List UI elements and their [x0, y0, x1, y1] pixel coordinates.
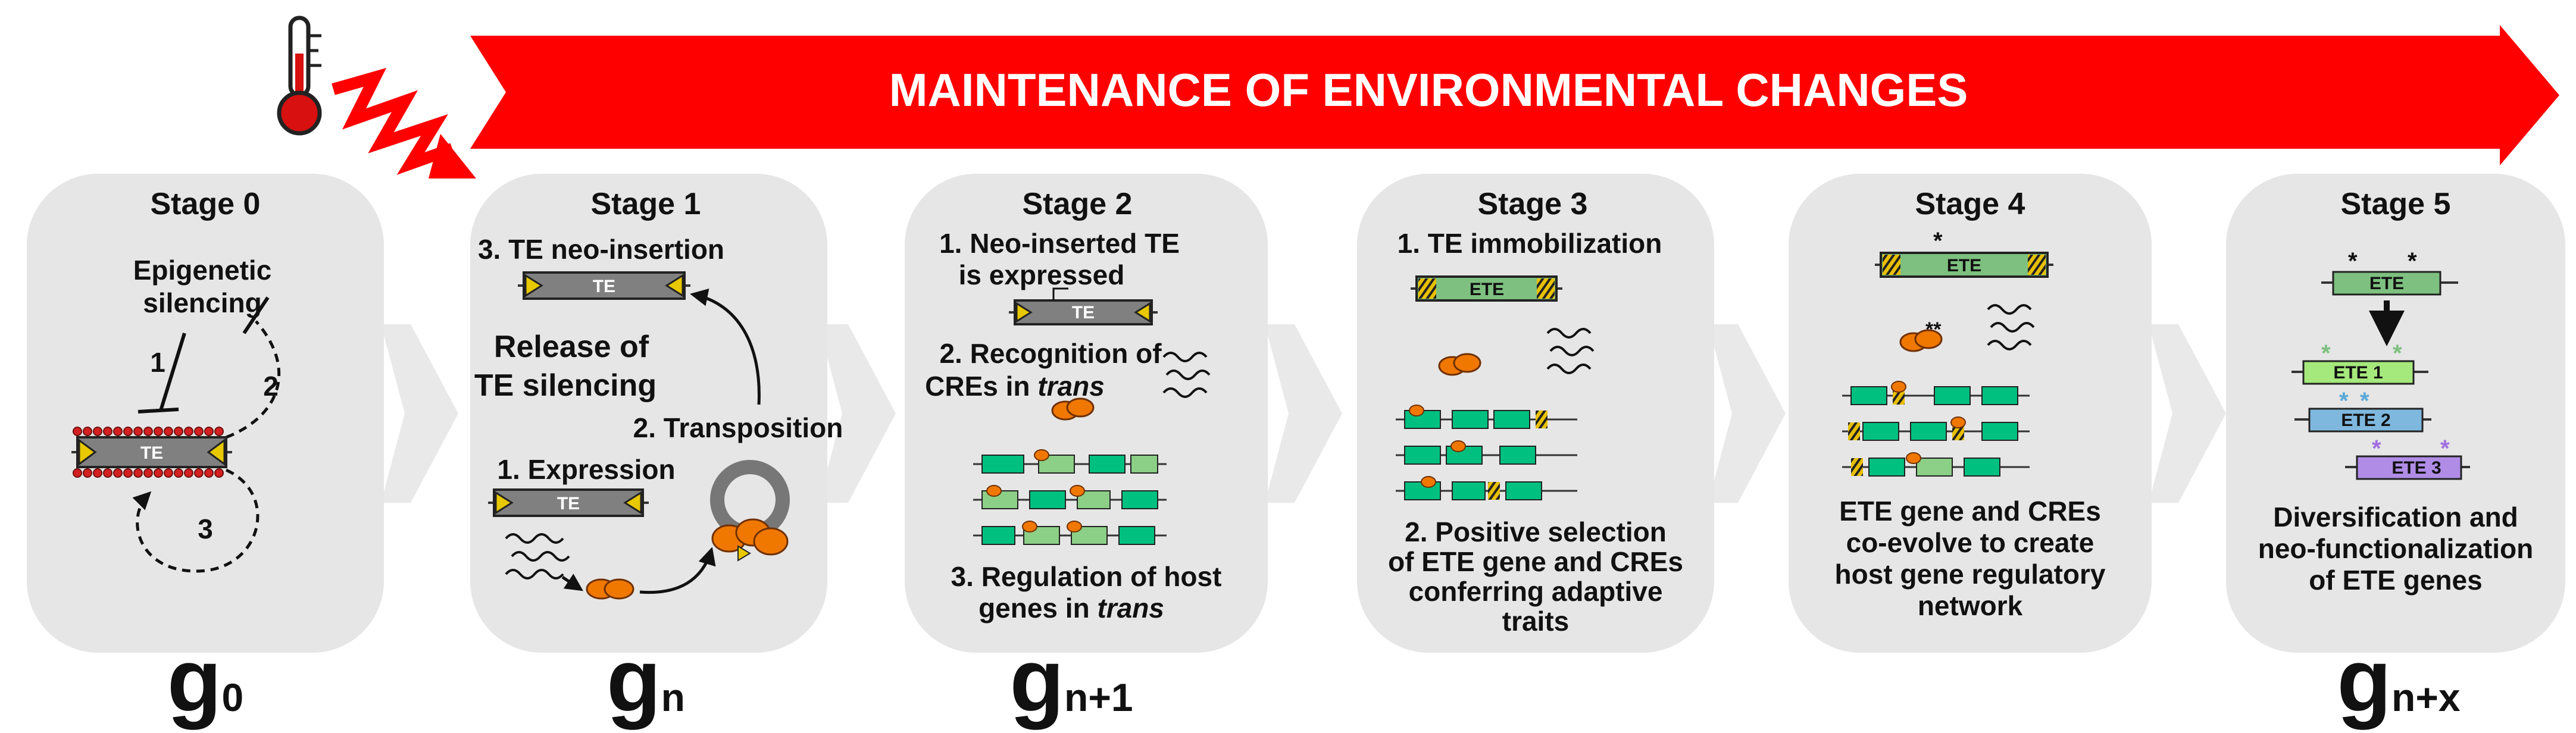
ete-label: ETE 3: [2391, 458, 2441, 478]
stage-1-title: Stage 1: [591, 187, 701, 221]
stage-5-label: neo-functionalization: [2258, 533, 2534, 564]
te-box: [76, 436, 227, 468]
stage-5: Stage 5 ETE * * ETE 1 * * ETE 2 * * ETE …: [2258, 187, 2534, 730]
rna-transcripts: [1162, 352, 1211, 398]
ete-label: ETE 2: [2341, 411, 2390, 430]
stage-3-label: 2. Positive selection: [1405, 516, 1667, 547]
stage-4-title: Stage 4: [1915, 187, 2025, 221]
ete-label: ETE 1: [2333, 363, 2383, 383]
stage-2-generation: gn+1: [1009, 630, 1133, 730]
svg-text:*: *: [2321, 340, 2331, 366]
host-gene-rows: [1842, 381, 2030, 477]
trans-factor-protein: [1051, 397, 1095, 421]
methylation-dots: [73, 427, 224, 478]
stage-3-title: Stage 3: [1478, 187, 1588, 221]
stage-0-label: Epigenetic: [133, 255, 272, 286]
stage-3-label: conferring adaptive: [1409, 576, 1663, 607]
stage-3-label: 1. TE immobilization: [1398, 228, 1662, 259]
te-label: TE: [557, 494, 580, 513]
svg-text:*: *: [2408, 248, 2417, 274]
ete-label: ETE: [1470, 280, 1504, 299]
panel-stage-0: [27, 174, 384, 653]
svg-text:*: *: [2348, 248, 2358, 274]
stage-1-generation: gn: [607, 630, 685, 730]
environment-banner: MAINTENANCE OF ENVIRONMENTAL CHANGES: [470, 25, 2559, 165]
stage-3-label: of ETE gene and CREs: [1388, 546, 1683, 577]
stage-0-label: 2: [263, 371, 279, 402]
stage-1-label: 2. Transposition: [633, 412, 843, 443]
stage-0-generation: g0: [167, 630, 243, 730]
svg-text:*: *: [2339, 388, 2349, 414]
transposase-protein: [586, 578, 634, 600]
ete-box: [1415, 275, 1558, 302]
host-gene-rows: [973, 449, 1167, 545]
ete-label: ETE: [2369, 274, 2404, 293]
stage-3-label: traits: [1502, 606, 1569, 637]
stage-4-label: host gene regulatory: [1835, 559, 2106, 590]
panel-stage-4: [1789, 174, 2152, 653]
ete-box: [2302, 360, 2415, 385]
stage-2-label: is expressed: [959, 259, 1125, 290]
te-label: TE: [1072, 303, 1095, 322]
stage-3: Stage 3 1. TE immobilization ETE: [1388, 187, 1683, 637]
rna-transcripts: [1546, 328, 1595, 374]
svg-text:*: *: [2440, 436, 2450, 462]
banner-arrow: [470, 25, 2559, 165]
stage-0-title: Stage 0: [151, 187, 261, 221]
stage-1-label: Release of: [494, 330, 649, 364]
stage-5-title: Stage 5: [2341, 187, 2451, 221]
svg-text:*: *: [1933, 228, 1943, 254]
svg-text:*: *: [2360, 388, 2369, 414]
stage-0-label: 1: [150, 347, 165, 378]
stage-2: Stage 2 1. Neo-inserted TE is expressed …: [925, 187, 1221, 730]
stage-2-label: 1. Neo-inserted TE: [939, 228, 1180, 259]
stage-2-label: genes in trans: [978, 593, 1164, 624]
ete-box: [2332, 271, 2441, 296]
te-box: [493, 488, 644, 517]
banner-text: MAINTENANCE OF ENVIRONMENTAL CHANGES: [889, 64, 1968, 116]
svg-text:*: *: [2372, 436, 2381, 462]
progression-chevrons: [381, 324, 2226, 503]
rna-transcripts: [505, 533, 570, 579]
ete-box: [1880, 252, 2049, 278]
heat-zigzag-arrow: [332, 68, 476, 178]
stage-0-label: 3: [198, 513, 213, 544]
ete-box: [2308, 408, 2424, 433]
stage-2-label: 3. Regulation of host: [951, 561, 1222, 592]
stage-5-generation: gn+x: [2337, 630, 2460, 730]
te-box: [523, 271, 686, 300]
stage-0-label: silencing: [143, 287, 261, 318]
stage-1-label: TE silencing: [474, 368, 656, 403]
stage-5-label: of ETE genes: [2309, 565, 2482, 596]
thermometer-icon: [277, 15, 322, 136]
rna-transcripts: [1987, 304, 2035, 350]
stage-1-label: 3. TE neo-insertion: [478, 234, 724, 265]
transposition-complex: [710, 460, 790, 562]
te-label: TE: [140, 443, 163, 463]
stage-4-label: network: [1918, 590, 2023, 621]
stage-4: Stage 4 ETE * **: [1835, 187, 2106, 621]
ete-label: ETE: [1947, 256, 1981, 275]
stage-2-label: CREs in trans: [925, 371, 1105, 402]
stage-1-label: 1. Expression: [497, 454, 675, 485]
te-label: TE: [593, 277, 615, 296]
stage-2-title: Stage 2: [1023, 187, 1133, 221]
svg-text:**: **: [1925, 318, 1942, 341]
stage-2-label: 2. Recognition of: [939, 338, 1162, 369]
stage-4-label: ETE gene and CREs: [1839, 496, 2101, 527]
stage-4-label: co-evolve to create: [1846, 527, 2094, 558]
svg-text:*: *: [2393, 340, 2402, 366]
stage-0: Stage 0 Epigenetic silencing 1 2 TE 3 g0: [71, 187, 281, 730]
stage-5-label: Diversification and: [2273, 502, 2518, 532]
te-box: [1014, 299, 1153, 325]
ete-box: [2356, 455, 2462, 480]
host-gene-rows: [1396, 405, 1577, 500]
stage-1: Stage 1 3. TE neo-insertion TE Release o…: [474, 187, 843, 730]
